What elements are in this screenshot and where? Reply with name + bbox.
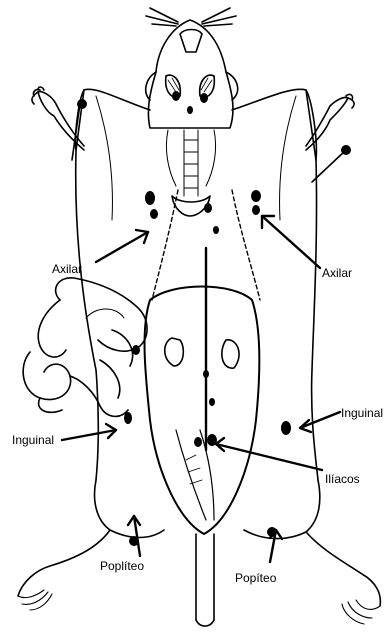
label-popliteo-right: Popíteo [235,571,276,585]
skin-flap-outline [75,89,318,480]
pointer-arrows [62,216,340,562]
dissection-pins [72,104,346,182]
label-inguinal-left: Inguinal [12,433,54,447]
label-iliacos: Ilíacos [325,472,360,486]
arrow-axilar-right [262,216,320,268]
arrow-popliteo-right [270,530,282,562]
arrow-inguinal-right [300,412,340,432]
label-inguinal-right: Inguinal [341,406,383,420]
arrow-iliacos [216,438,322,470]
tail [196,534,214,626]
lymph-nodes [77,91,351,546]
front-left-paw [32,87,84,150]
label-axilar-left: Axilar [52,262,82,276]
arrow-inguinal-left [62,424,116,440]
abdominal-cavity [145,248,260,534]
label-axilar-right: Axilar [322,266,352,280]
arrow-axilar-left [96,230,148,262]
hind-left-leg [18,480,164,610]
displaced-intestines [23,278,147,417]
hind-right-leg [244,480,380,624]
label-popliteo-left: Poplíteo [100,559,144,573]
